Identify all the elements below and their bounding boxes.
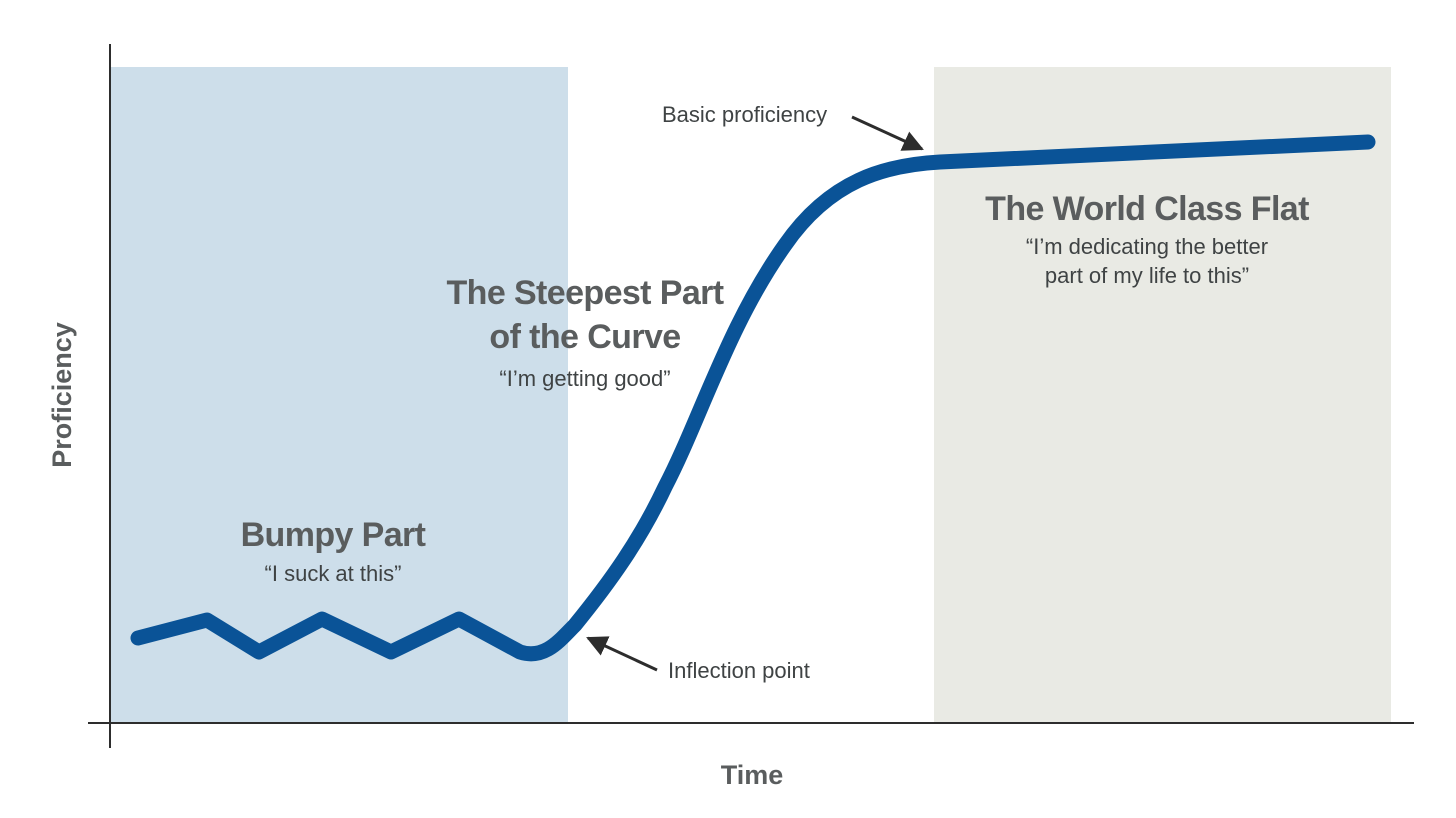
- basic-proficiency-arrow: [851, 115, 924, 151]
- bumpy-region-background: [111, 67, 568, 724]
- world-class-flat-region-background: [934, 67, 1391, 724]
- inflection-point-label: Inflection point: [668, 658, 810, 683]
- world-class-flat-title: The World Class Flat: [985, 190, 1309, 228]
- basic-proficiency-label: Basic proficiency: [662, 102, 827, 127]
- x-axis-label: Time: [721, 760, 784, 790]
- proficiency-curve: [130, 134, 1376, 662]
- steepest-part-title-line2: of the Curve: [489, 318, 680, 356]
- steepest-part-quote: “I’m getting good”: [499, 366, 670, 391]
- inflection-point-arrow: [586, 636, 658, 672]
- world-class-flat-quote-line2: part of my life to this”: [1045, 263, 1249, 288]
- world-class-flat-quote-line1: “I’m dedicating the better: [1026, 234, 1268, 259]
- steepest-part-title-line1: The Steepest Part: [446, 274, 723, 312]
- bumpy-part-title: Bumpy Part: [241, 516, 426, 554]
- y-axis-label: Proficiency: [47, 322, 77, 468]
- bumpy-part-quote: “I suck at this”: [265, 561, 402, 586]
